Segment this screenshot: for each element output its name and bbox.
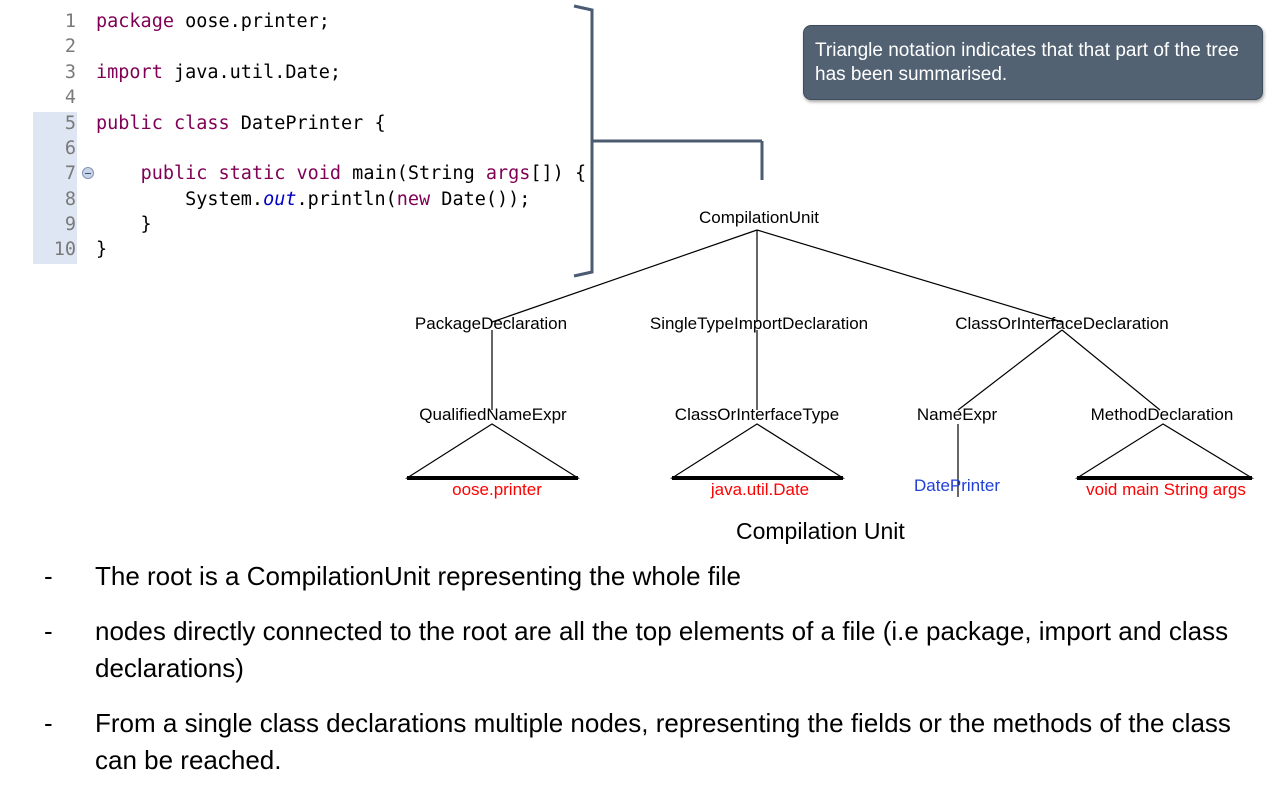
- node-package-declaration: PackageDeclaration: [415, 314, 567, 333]
- code-field: out: [263, 189, 297, 210]
- code-token: DatePrinter {: [229, 113, 386, 134]
- code-token: java.util.Date;: [162, 62, 342, 83]
- code-token: oose.printer;: [173, 11, 330, 32]
- callout-text: Triangle notation indicates that that pa…: [815, 40, 1239, 85]
- code-keyword: public class: [96, 113, 230, 134]
- code-line: 7 public static void main(String args[])…: [0, 161, 586, 186]
- code-keyword: package: [96, 11, 174, 32]
- code-text: public static void main(String args[]) {: [96, 161, 587, 186]
- bullet-dash: -: [44, 616, 53, 646]
- bullet-lead: The root is a: [95, 561, 247, 591]
- code-line: 5 public class DatePrinter {: [0, 111, 386, 136]
- line-number: 9: [64, 214, 76, 235]
- fold-collapse-icon[interactable]: [82, 167, 94, 179]
- summary-triangle-qualified: [404, 423, 581, 479]
- code-line: 10}: [0, 237, 107, 262]
- node-class-or-interface-declaration: ClassOrInterfaceDeclaration: [955, 314, 1169, 333]
- code-token: .println(: [296, 189, 397, 210]
- leaf-date-printer: DatePrinter: [914, 476, 1000, 495]
- line-number: 4: [64, 87, 76, 108]
- code-line: 4: [0, 85, 96, 110]
- code-line: 2: [0, 34, 96, 59]
- code-token: Date());: [430, 189, 531, 210]
- code-keyword: new: [396, 189, 431, 210]
- diagram-caption: Compilation Unit: [736, 518, 905, 544]
- edge-class-method: [1061, 329, 1161, 411]
- highlighted-gutter: [33, 112, 77, 264]
- node-class-or-interface-type: ClassOrInterfaceType: [675, 405, 839, 424]
- bullet-text: nodes directly connected to the root are…: [95, 616, 1229, 683]
- code-editor: 1 package oose.printer; 2 3 import java.util…: [0, 0, 620, 280]
- code-line: 8 System.out.println(new Date());: [0, 187, 531, 212]
- line-number: 6: [64, 138, 76, 159]
- code-keyword: public static void: [140, 163, 342, 184]
- summary-triangle-method: [1074, 423, 1255, 479]
- bullet-dash: -: [44, 561, 53, 591]
- code-text: }: [96, 237, 107, 262]
- node-qualified-name-expr: QualifiedNameExpr: [419, 405, 567, 424]
- leaf-void-main-string-args: void main String args: [1086, 480, 1246, 499]
- line-number: 7: [0, 161, 94, 186]
- code-bracket: [573, 4, 764, 278]
- line-number: 3: [64, 62, 76, 83]
- bullet-text: The root is a CompilationUnit representi…: [95, 558, 1245, 595]
- triangle-notation-callout: Triangle notation indicates that that pa…: [803, 25, 1263, 100]
- leaf-oose-printer: oose.printer: [452, 480, 542, 499]
- edge-root-class: [756, 229, 1063, 323]
- code-keyword: import: [96, 62, 163, 83]
- line-number: 10: [53, 239, 76, 260]
- code-keyword: args: [485, 163, 531, 184]
- code-token: System.: [96, 189, 264, 210]
- edge-root-package: [491, 229, 758, 323]
- code-text: package oose.printer;: [96, 9, 330, 34]
- code-text: System.out.println(new Date());: [96, 187, 530, 212]
- bullet-dash: -: [44, 708, 53, 738]
- line-number: 1: [64, 11, 76, 32]
- code-text: public class DatePrinter {: [96, 111, 386, 136]
- line-number: 5: [64, 113, 76, 134]
- code-token: main(String: [341, 163, 486, 184]
- code-line: 6: [0, 136, 96, 161]
- code-text: }: [96, 212, 152, 237]
- bullet-rest: representing the whole file: [430, 561, 742, 591]
- tree-edges: [404, 229, 1255, 497]
- leaf-java-util-date: java.util.Date: [710, 480, 809, 499]
- code-token: }: [96, 239, 108, 260]
- edge-class-nameexpr: [957, 329, 1063, 411]
- line-number: 2: [64, 36, 76, 57]
- code-token: }: [96, 214, 152, 235]
- node-single-type-import-declaration: SingleTypeImportDeclaration: [650, 314, 868, 333]
- code-token: []) {: [530, 163, 587, 184]
- node-name-expr: NameExpr: [917, 405, 998, 424]
- bullet-text: From a single class declarations multipl…: [95, 708, 1231, 775]
- node-compilation-unit: CompilationUnit: [699, 208, 819, 227]
- code-line: 9 }: [0, 212, 152, 237]
- line-number: 8: [64, 189, 76, 210]
- summary-triangle-classtype: [669, 423, 846, 479]
- code-line: 3 import java.util.Date;: [0, 60, 341, 85]
- code-line: 1 package oose.printer;: [0, 9, 330, 34]
- code-text: import java.util.Date;: [96, 60, 341, 85]
- node-method-declaration: MethodDeclaration: [1091, 405, 1234, 424]
- bullet-emphasis: CompilationUnit: [246, 561, 431, 591]
